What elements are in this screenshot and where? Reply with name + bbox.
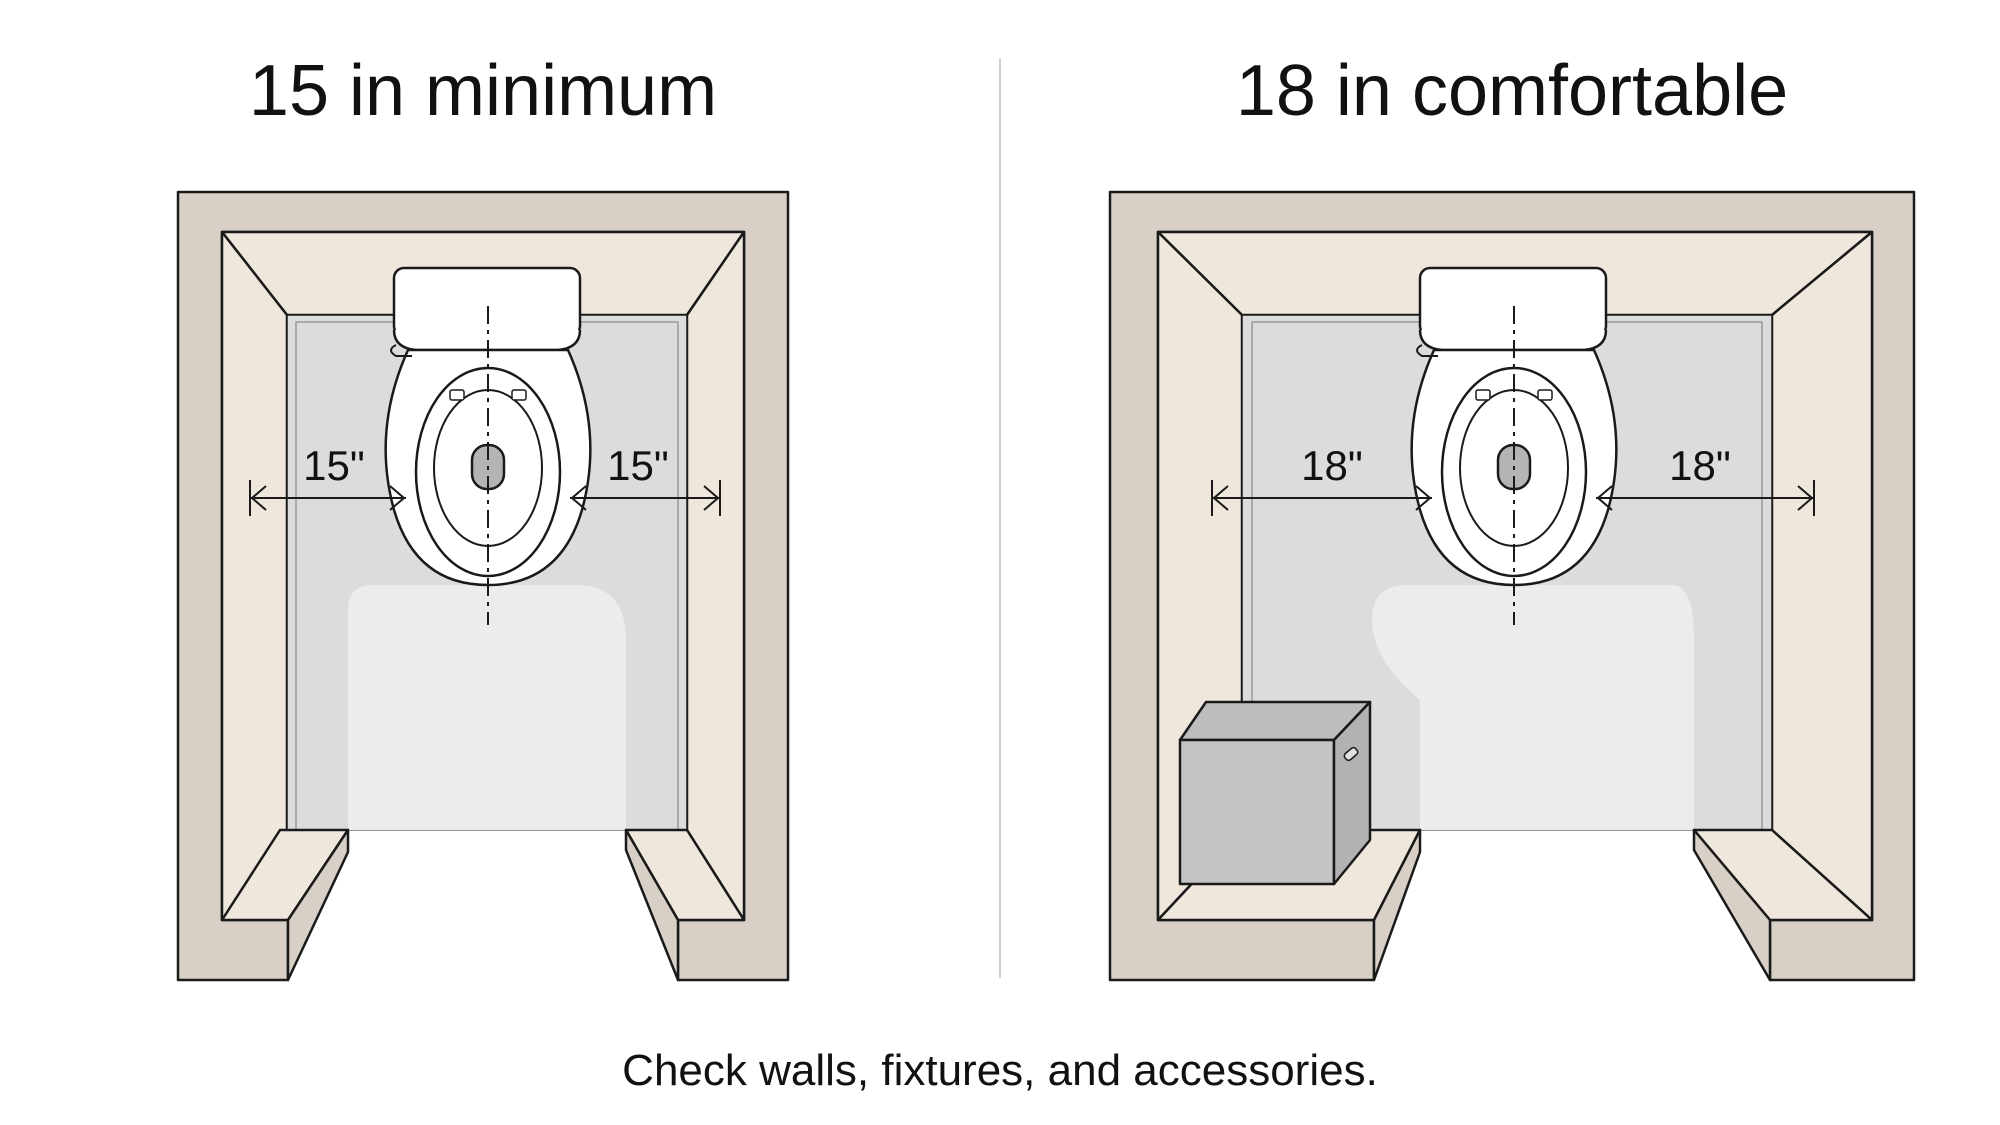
dimension-left bbox=[249, 480, 406, 516]
clearance-label-left: 15" bbox=[303, 442, 365, 489]
clearance-label-right: 15" bbox=[607, 442, 669, 489]
wall-face-right bbox=[1770, 230, 1874, 922]
panel-title-comfortable: 18 in comfortable bbox=[1235, 51, 1789, 131]
wall-face-right bbox=[685, 230, 746, 922]
clearance-zone bbox=[1372, 585, 1694, 830]
bathroom-plan-minimum: 15" 15" bbox=[176, 190, 790, 982]
clearance-zone bbox=[348, 585, 626, 830]
dimension-right bbox=[570, 480, 721, 516]
bathroom-plan-comfortable: 18" 18" bbox=[1108, 190, 1916, 982]
cabinet-icon bbox=[1178, 700, 1372, 886]
clearance-label-left: 18" bbox=[1301, 442, 1363, 489]
clearance-label-right: 18" bbox=[1669, 442, 1731, 489]
caption: Check walls, fixtures, and accessories. bbox=[622, 1046, 1378, 1095]
wall-face-left bbox=[220, 230, 289, 922]
panel-title-minimum: 15 in minimum bbox=[248, 51, 718, 131]
panel-divider bbox=[999, 58, 1001, 978]
dimension-left bbox=[1211, 480, 1432, 516]
dimension-right bbox=[1596, 480, 1815, 516]
